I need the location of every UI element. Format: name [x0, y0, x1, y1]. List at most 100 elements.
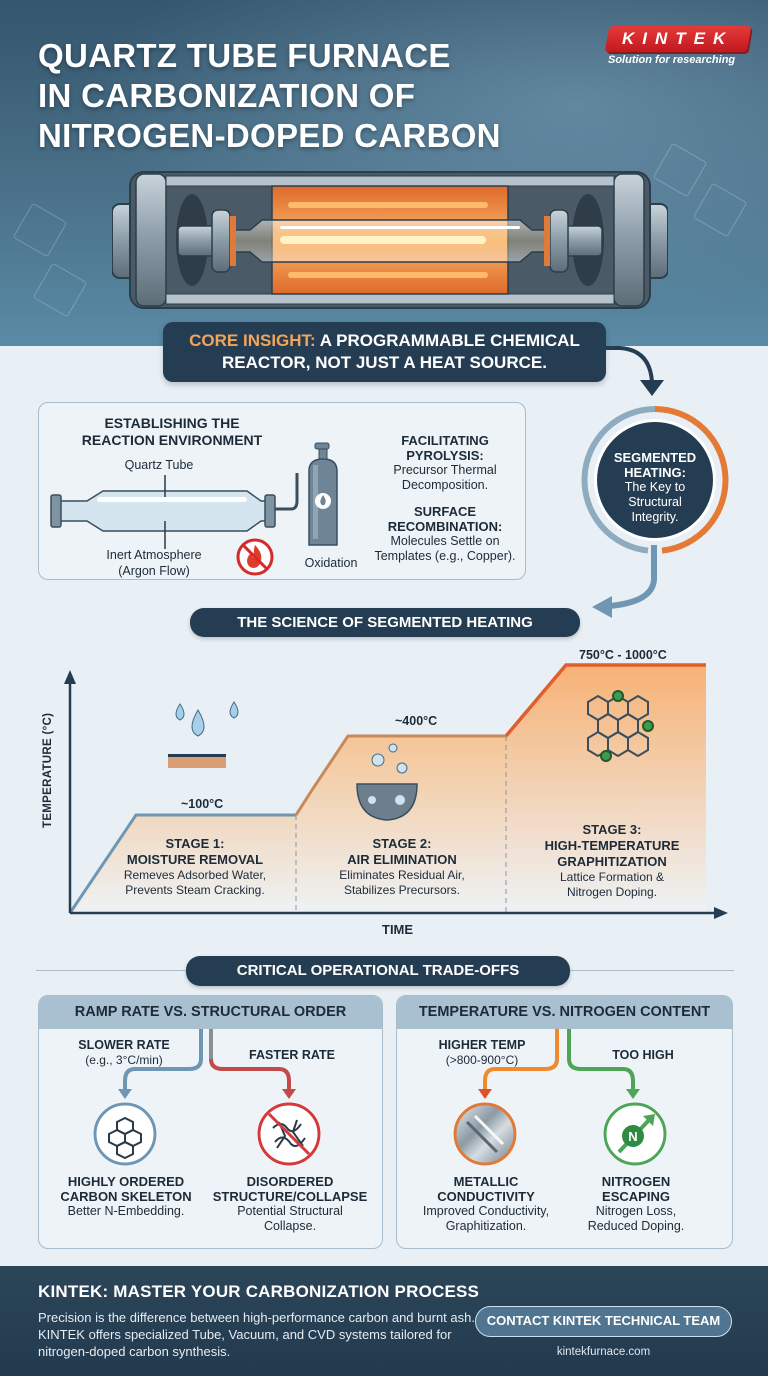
hero-banner: QUARTZ TUBE FURNACE IN CARBONIZATION OF … — [0, 0, 768, 346]
stage-title: AIR ELIMINATION — [347, 852, 457, 867]
y-axis-label: TEMPERATURE (°C) — [42, 712, 54, 828]
contact-team-button[interactable]: CONTACT KINTEK TECHNICAL TEAM — [475, 1306, 732, 1337]
quartz-tube-label: Quartz Tube — [124, 458, 194, 472]
surface-text: Molecules Settle on — [390, 534, 500, 548]
svg-text:N: N — [628, 1129, 637, 1144]
footer-cta-section: KINTEK: MASTER YOUR CARBONIZATION PROCES… — [0, 1266, 768, 1376]
stage1-temperature: ~100°C — [181, 797, 224, 811]
title-line: NITROGEN-DOPED CARBON — [38, 117, 501, 154]
core-insight-label: CORE INSIGHT: — [189, 331, 316, 350]
footer-body: Precision is the difference between high… — [38, 1310, 475, 1359]
circle-text: Structural — [628, 495, 682, 509]
process-notes: FACILITATING PYROLYSIS: Precursor Therma… — [361, 433, 529, 564]
arrow-path — [606, 346, 654, 383]
quartz-tube-gas-cylinder-illustration — [50, 473, 299, 549]
website-link[interactable]: kintekfurnace.com — [556, 1346, 651, 1358]
branch-arrows — [118, 1029, 296, 1099]
stage3-description: STAGE 3: HIGH-TEMPERATURE GRAPHITIZATION… — [516, 822, 708, 899]
panel-heading: TEMPERATURE VS. NITROGEN CONTENT — [397, 996, 732, 1029]
environment-title-line: ESTABLISHING THE — [104, 415, 240, 431]
stage-title: MOISTURE REMOVAL — [126, 852, 264, 867]
stage-title: STAGE 3: — [582, 822, 642, 837]
result-desc: Collapse. — [263, 1219, 317, 1233]
stage2-description: STAGE 2: AIR ELIMINATION Eliminates Resi… — [306, 836, 498, 897]
inert-label-line: Inert Atmosphere — [106, 548, 202, 562]
metallic-conductivity-result: METALLIC CONDUCTIVITY Improved Conductiv… — [401, 1174, 571, 1234]
oxidation-label: Oxidation — [304, 556, 358, 570]
option-sub: (>800-900°C) — [445, 1053, 519, 1067]
result-title: NITROGEN — [601, 1174, 671, 1189]
stage-desc: Lattice Formation & — [559, 870, 665, 884]
arrow-path — [609, 545, 657, 609]
result-desc: Nitrogen Loss, — [595, 1204, 677, 1218]
title-line: QUARTZ TUBE FURNACE — [38, 37, 451, 74]
nitrogen-escaping-result: NITROGEN ESCAPING Nitrogen Loss, Reduced… — [551, 1174, 721, 1234]
higher-temp-option: HIGHER TEMP (>800-900°C) — [417, 1038, 547, 1068]
stage-desc: Stabilizes Precursors. — [343, 882, 461, 897]
title-line: IN CARBONIZATION OF — [38, 77, 416, 114]
surface-title: SURFACE — [413, 504, 477, 519]
reaction-environment-panel: ESTABLISHING THE REACTION ENVIRONMENT Qu… — [38, 402, 526, 580]
stage-desc: Eliminates Residual Air, — [339, 868, 465, 882]
environment-title: ESTABLISHING THE REACTION ENVIRONMENT — [77, 415, 267, 449]
stage-title: STAGE 2: — [372, 836, 432, 851]
segmented-heating-text: SEGMENTED HEATING: The Key to Structural… — [594, 419, 716, 541]
environment-title-line: REACTION ENVIRONMENT — [81, 432, 263, 448]
core-insight-line2: REACTOR, NOT JUST A HEAT SOURCE. — [222, 353, 547, 372]
result-title: METALLIC — [453, 1174, 519, 1189]
stage-title: HIGH-TEMPERATURE — [544, 838, 680, 853]
option-title: TOO HIGH — [612, 1048, 674, 1062]
inert-atmosphere-label: Inert Atmosphere (Argon Flow) — [99, 547, 209, 579]
pyrolysis-text: Decomposition. — [401, 478, 489, 492]
stage-title: GRAPHITIZATION — [557, 854, 667, 869]
arrow-head-icon — [592, 596, 612, 618]
tube-furnace-illustration — [112, 171, 668, 309]
footer-title: KINTEK: MASTER YOUR CARBONIZATION PROCES… — [38, 1282, 480, 1301]
kintek-logo[interactable]: KINTEK — [604, 26, 752, 52]
core-insight-text: A PROGRAMMABLE CHEMICAL — [315, 331, 580, 350]
disordered-collapse-result: DISORDERED STRUCTURE/COLLAPSE Potential … — [205, 1174, 375, 1234]
surface-title: RECOMBINATION: — [387, 519, 503, 534]
pyrolysis-title: FACILITATING PYROLYSIS: — [401, 433, 489, 463]
stage-desc: Nitrogen Doping. — [566, 884, 658, 899]
no-fire-icon — [236, 538, 274, 576]
circle-text: The Key to — [624, 480, 686, 494]
gas-cylinder-icon — [308, 442, 338, 546]
ramp-rate-panel: RAMP RATE VS. STRUCTURAL ORDER SLOWER RA… — [38, 995, 383, 1249]
pyrolysis-text: Precursor Thermal — [393, 463, 497, 477]
air-bubbles-icon — [356, 743, 418, 821]
result-title: CONDUCTIVITY — [437, 1189, 535, 1204]
too-high-option: TOO HIGH — [583, 1048, 703, 1063]
page-title: QUARTZ TUBE FURNACE IN CARBONIZATION OF … — [38, 36, 501, 156]
tradeoffs-section-heading: CRITICAL OPERATIONAL TRADE-OFFS — [186, 956, 570, 986]
nitrogen-escaping-icon: N — [603, 1102, 667, 1166]
metallic-conductivity-icon — [453, 1102, 517, 1166]
brand-name: KINTEK — [622, 29, 734, 48]
circle-title: HEATING: — [624, 465, 686, 480]
option-title: HIGHER TEMP — [438, 1038, 526, 1052]
segmented-heating-chart — [64, 663, 728, 919]
result-desc: Reduced Doping. — [587, 1219, 685, 1233]
result-title: DISORDERED — [246, 1174, 334, 1189]
slower-rate-option: SLOWER RATE (e.g., 3°C/min) — [59, 1038, 189, 1068]
disordered-structure-icon — [257, 1102, 321, 1166]
stage2-temperature: ~400°C — [395, 714, 438, 728]
water-drops-icon — [168, 701, 239, 768]
science-section-heading: THE SCIENCE OF SEGMENTED HEATING — [190, 608, 580, 637]
stage-desc: Prevents Steam Cracking. — [125, 882, 265, 897]
option-title: SLOWER RATE — [78, 1038, 170, 1052]
result-title: STRUCTURE/COLLAPSE — [212, 1189, 368, 1204]
stage1-description: STAGE 1: MOISTURE REMOVAL Remeves Adsorb… — [100, 836, 290, 897]
graphene-lattice-icon — [587, 690, 654, 762]
faster-rate-option: FASTER RATE — [227, 1048, 357, 1063]
brand-tagline: Solution for researching — [608, 54, 736, 66]
result-desc: Better N-Embedding. — [67, 1204, 185, 1218]
arrow-head-icon — [640, 380, 664, 396]
stage-desc: Remeves Adsorbed Water, — [123, 868, 267, 882]
branch-arrows — [478, 1029, 640, 1099]
segmented-heating-badge: SEGMENTED HEATING: The Key to Structural… — [580, 405, 730, 555]
inert-label-line: (Argon Flow) — [118, 564, 190, 578]
result-title: CARBON SKELETON — [60, 1189, 192, 1204]
stage-title: STAGE 1: — [165, 836, 225, 851]
flow-arrows — [592, 346, 664, 618]
